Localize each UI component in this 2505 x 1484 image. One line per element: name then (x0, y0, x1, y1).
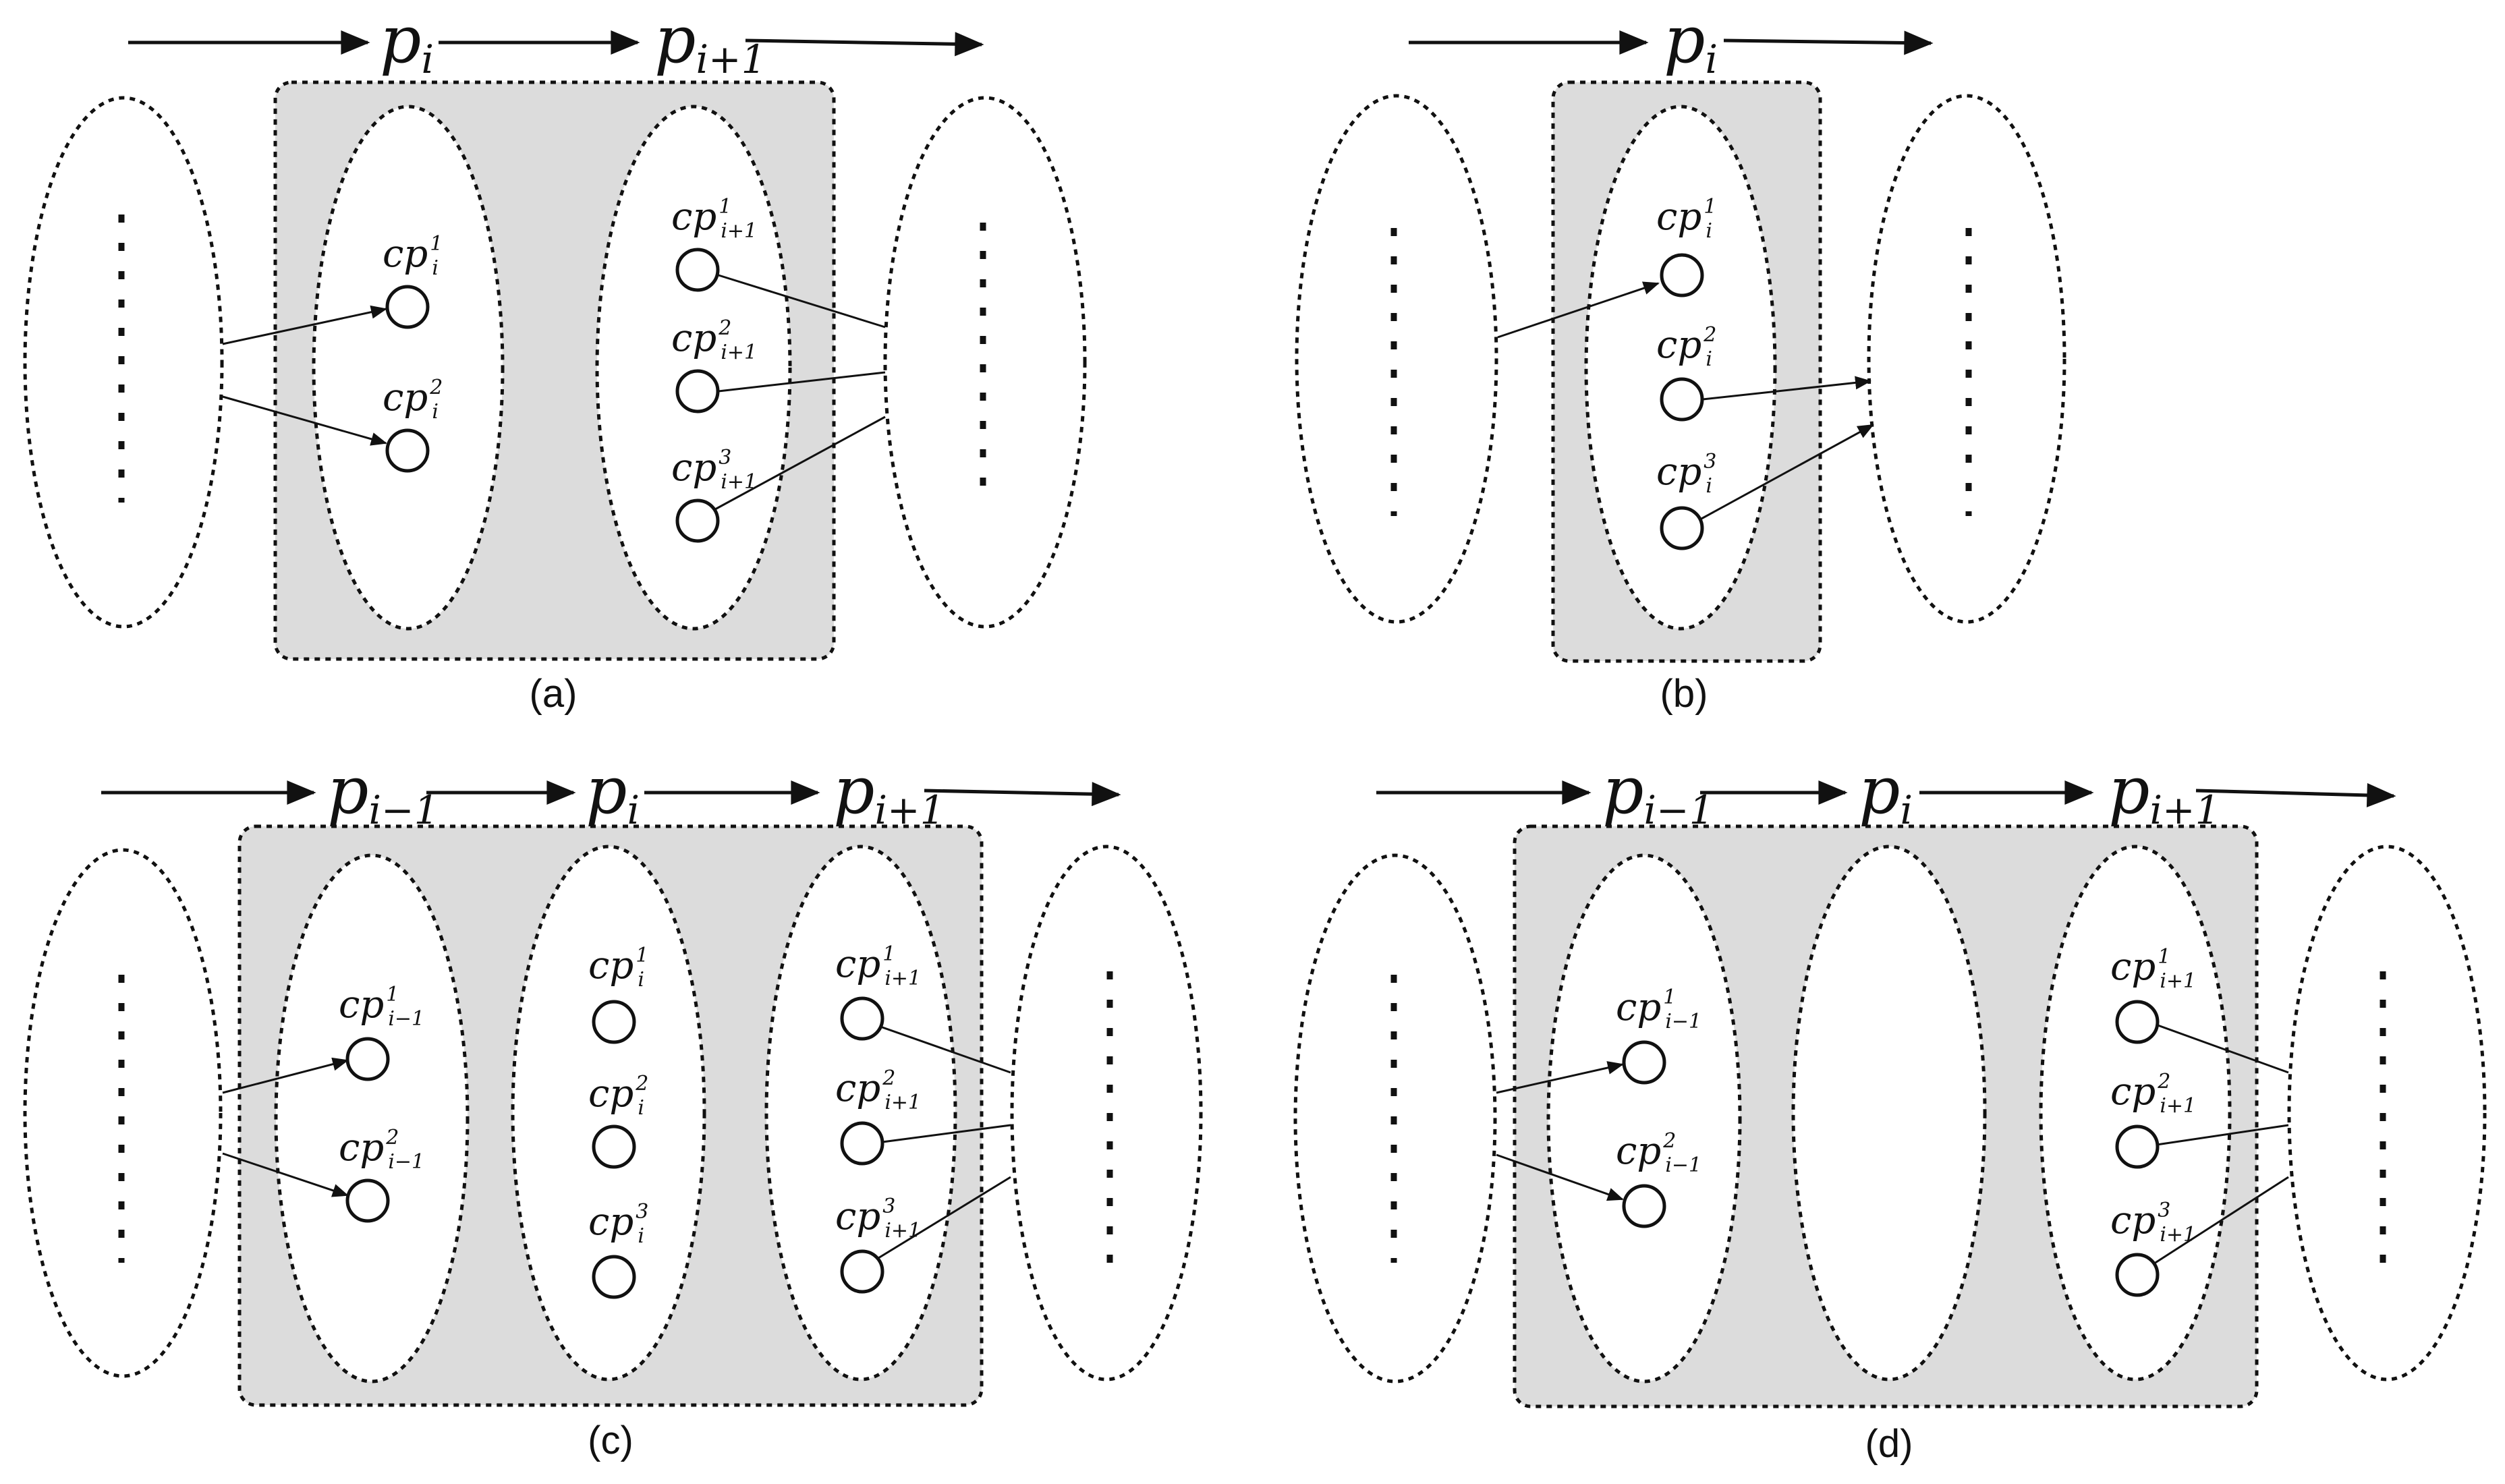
stage-ellipse-i (312, 105, 505, 631)
edge (1497, 281, 1660, 339)
flow-label-p-i-plus-1: pi+1 (654, 2, 766, 82)
flow-label-p-i: pi (1664, 2, 1718, 82)
cp-node (592, 1124, 636, 1169)
flow-label-p-i-plus-1: pi+1 (833, 753, 945, 833)
cp-node (1660, 506, 1704, 550)
flow-arrow (924, 782, 1121, 807)
panel-caption: (c) (588, 1419, 634, 1462)
stage-ellipse-i-plus-1 (595, 105, 792, 631)
stage-ellipse-i (1791, 845, 1987, 1381)
edge (1496, 1153, 1624, 1201)
stage-ellipse-i-minus-1 (1546, 853, 1742, 1383)
flow-label-p-i: pi (586, 753, 640, 833)
cp-node (675, 248, 720, 292)
flow-label-p-i-plus-1: pi+1 (2108, 753, 2220, 833)
edge (2154, 1023, 2289, 1074)
cp-node (385, 428, 430, 473)
edge (714, 416, 886, 511)
cp-node (1660, 377, 1704, 422)
edge (718, 371, 886, 393)
cp-node (2115, 1124, 2160, 1169)
edge (1496, 1061, 1624, 1094)
flow-label-p-i-minus-1: pi−1 (327, 753, 439, 833)
edge (1702, 376, 1871, 401)
panel-caption: (b) (1660, 672, 1708, 716)
next-stage-ellipse (1867, 94, 2066, 624)
cp-node (675, 369, 720, 413)
edge (2156, 1124, 2289, 1146)
cp-node (675, 498, 720, 543)
cp-node (840, 996, 884, 1041)
edge (222, 1057, 349, 1094)
edge (718, 274, 886, 329)
edge (222, 305, 387, 345)
edge (882, 1124, 1011, 1143)
cp-node (345, 1178, 390, 1223)
stage-ellipse-i-plus-1 (764, 845, 957, 1381)
edge (222, 1152, 349, 1197)
cp-node (1622, 1040, 1666, 1085)
stage-ellipse-i-minus-1 (274, 853, 470, 1383)
cp-node (840, 1249, 884, 1294)
flow-label-p-i-minus-1: pi−1 (1602, 753, 1714, 833)
panel-caption: (a) (530, 672, 578, 716)
cp-node (592, 1000, 636, 1044)
prev-stage-ellipse (23, 848, 223, 1378)
cp-node (840, 1121, 884, 1166)
cp-node (1622, 1184, 1666, 1228)
cp-node (385, 285, 430, 329)
cp-node (1660, 253, 1704, 297)
cp-node (345, 1037, 390, 1081)
edge (2151, 1176, 2289, 1266)
stage-ellipse-i (1584, 105, 1777, 631)
next-stage-ellipse (883, 96, 1087, 629)
edge (878, 1176, 1011, 1259)
edge (1699, 424, 1874, 521)
prev-stage-ellipse (1295, 94, 1498, 624)
next-stage-ellipse (2287, 845, 2487, 1381)
edge (880, 1025, 1011, 1074)
flow-label-p-i: pi (380, 2, 434, 82)
prev-stage-ellipse (1293, 853, 1497, 1383)
cp-node (2115, 1000, 2160, 1044)
edge (222, 395, 387, 446)
cp-node (2115, 1253, 2160, 1297)
cp-node (592, 1255, 636, 1299)
flow-arrow (2195, 782, 2396, 807)
panel-caption: (d) (1865, 1422, 1913, 1466)
flow-arrow (745, 32, 984, 57)
flow-arrow (1723, 30, 1934, 55)
next-stage-ellipse (1010, 845, 1203, 1381)
flow-label-p-i: pi (1859, 753, 1913, 833)
stage-ellipse-i (511, 845, 706, 1381)
prev-stage-ellipse (23, 96, 224, 629)
